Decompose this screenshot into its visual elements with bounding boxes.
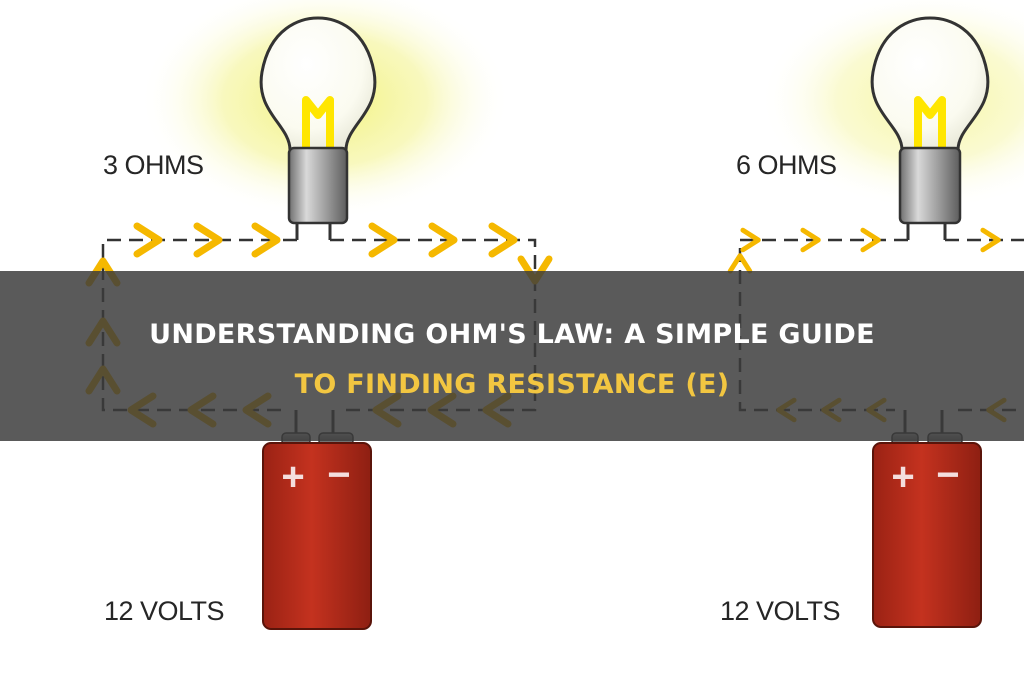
battery-negative-symbol: − (327, 453, 350, 497)
banner-title-line-1: UNDERSTANDING OHM'S LAW: A SIMPLE GUIDE (149, 319, 875, 350)
battery-icon: + − (872, 432, 982, 628)
banner-title-line-2: TO FINDING RESISTANCE (E) (294, 369, 730, 400)
voltage-label: 12 VOLTS (720, 596, 840, 626)
battery-positive-symbol: + (281, 455, 304, 499)
title-banner: UNDERSTANDING OHM'S LAW: A SIMPLE GUIDE … (0, 271, 1024, 441)
wire-loop (101, 238, 297, 412)
circuit-right: + − 6 OHMS 12 VOLTS (720, 0, 1024, 628)
voltage-label: 12 VOLTS (104, 596, 224, 626)
battery-icon: + − (262, 432, 372, 630)
current-arrow-icon (730, 256, 750, 271)
battery-positive-symbol: + (891, 455, 914, 499)
light-bulb-icon (870, 16, 990, 225)
circuit-left: + − 3 OHMS 12 VOLTS (89, 0, 549, 630)
resistance-label: 6 OHMS (736, 150, 837, 180)
battery-negative-symbol: − (936, 453, 959, 497)
resistance-label: 3 OHMS (103, 150, 204, 180)
current-arrow-icon (863, 230, 878, 250)
light-bulb-icon (259, 16, 377, 225)
